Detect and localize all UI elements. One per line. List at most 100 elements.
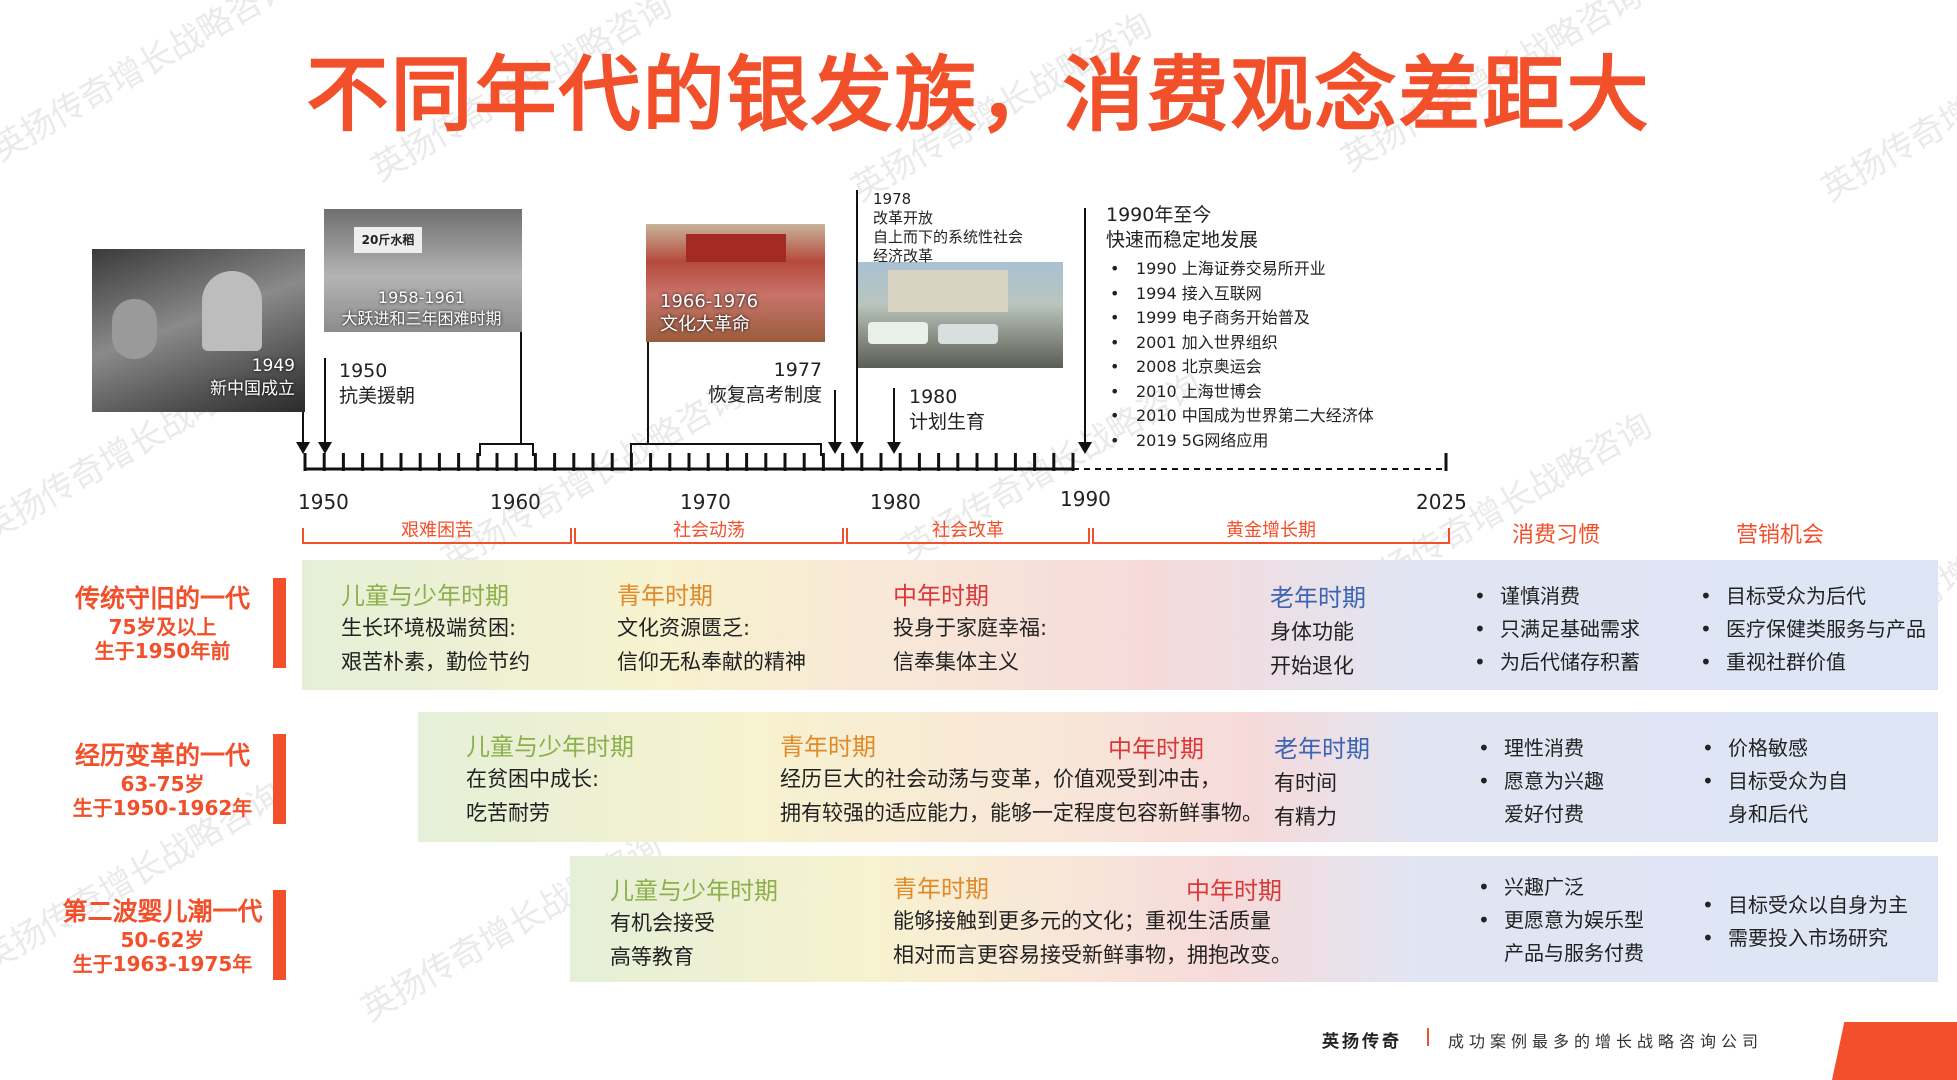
generation-marker <box>273 734 286 824</box>
connector-1958-right <box>532 443 534 456</box>
arrow-1978 <box>850 190 864 454</box>
photo-building <box>888 270 1008 312</box>
connector-1958-bar <box>479 443 534 445</box>
event-item: 1999 电子商务开始普及 <box>1106 306 1374 331</box>
photo-figure <box>112 299 157 359</box>
phase-line: 有精力 <box>1274 805 1337 829</box>
habit-item: 愿意为兴趣爱好付费 <box>1474 765 1604 831</box>
opportunities-list: 价格敏感 目标受众为自身和后代 <box>1698 732 1858 831</box>
phase-title: 儿童与少年时期 <box>466 733 634 761</box>
opportunity-item: 价格敏感 <box>1698 732 1858 765</box>
opportunity-item: 重视社群价值 <box>1696 646 1926 679</box>
connector-1966-bar <box>630 443 822 445</box>
habit-item: 只满足基础需求 <box>1470 613 1685 646</box>
phase-line: 信奉集体主义 <box>893 650 1019 674</box>
timeline-ticks <box>303 453 1448 471</box>
photo-1966-1976: 1966-1976 文化大革命 <box>646 224 825 342</box>
phase-title: 儿童与少年时期 <box>610 877 778 905</box>
photo-caption: 1958-1961 大跃进和三年困难时期 <box>339 287 504 329</box>
footer-divider <box>1427 1028 1429 1046</box>
arrow-1949 <box>296 412 310 454</box>
generation-label: 第二波婴儿潮一代 50-62岁 生于1963-1975年 <box>40 896 285 976</box>
event-text: 自上而下的系统性社会 <box>873 228 1024 246</box>
opportunities-list: 目标受众以自身为主 需要投入市场研究 <box>1698 889 1938 955</box>
generation-age: 50-62岁 <box>120 928 205 952</box>
phase-desc: 投身于家庭幸福: 信奉集体主义 <box>893 611 1047 679</box>
year-1950: 1950 <box>298 490 349 514</box>
phase-line: 拥有较强的适应能力，能够一定程度包容新鲜事物。 <box>780 801 1263 825</box>
phase-line: 身体功能 <box>1270 620 1354 644</box>
phase-line: 艰苦朴素，勤俭节约 <box>341 650 530 674</box>
event-item: 2010 上海世博会 <box>1106 380 1374 405</box>
connector-1958-left <box>479 443 481 456</box>
connector-1958-stem <box>520 332 522 443</box>
phase-title: 中年时期 <box>1186 877 1282 905</box>
timeline-axis <box>303 453 1448 471</box>
phase-desc: 在贫困中成长: 吃苦耐劳 <box>466 762 599 830</box>
phase-desc: 能够接触到更多元的文化；重视生活质量 相对而言更容易接受新鲜事物，拥抱改变。 <box>893 904 1292 972</box>
generation-born: 生于1950年前 <box>94 639 231 663</box>
year-1980: 1980 <box>870 490 921 514</box>
phase-title: 青年时期 <box>893 875 989 903</box>
phase-title: 中年时期 <box>893 582 989 610</box>
era-label: 艰难困苦 <box>401 520 473 541</box>
generation-band <box>418 712 1938 842</box>
event-text: 恢复高考制度 <box>707 384 822 406</box>
habit-item: 兴趣广泛 <box>1474 871 1654 904</box>
phase-line: 在贫困中成长: <box>466 767 600 791</box>
era-label: 社会动荡 <box>673 520 745 541</box>
caption-text: 文化大革命 <box>660 314 750 335</box>
event-year: 1950 <box>339 360 388 382</box>
event-1990: 1990年至今 快速而稳定地发展 1990 上海证券交易所开业 1994 接入互… <box>1106 203 1374 453</box>
generation-label: 传统守旧的一代 75岁及以上 生于1950年前 <box>40 583 285 663</box>
connector-1966-right <box>820 443 822 456</box>
opportunity-item: 目标受众为后代 <box>1696 580 1926 613</box>
arrow-1977 <box>828 390 842 454</box>
opportunities-list: 目标受众为后代 医疗保健类服务与产品 重视社群价值 <box>1696 580 1926 679</box>
photo-1958-1961: 20斤水稻 1958-1961 大跃进和三年困难时期 <box>324 209 522 332</box>
phase-line: 投身于家庭幸福: <box>893 616 1048 640</box>
arrow-1950 <box>318 358 332 454</box>
habits-list: 兴趣广泛 更愿意为娱乐型产品与服务付费 <box>1474 871 1654 970</box>
generation-label: 经历变革的一代 63-75岁 生于1950-1962年 <box>40 740 285 820</box>
phase-title: 老年时期 <box>1274 735 1370 763</box>
opportunity-item: 医疗保健类服务与产品 <box>1696 613 1926 646</box>
phase-line: 有机会接受 <box>610 911 715 935</box>
phase-desc: 身体功能 开始退化 <box>1270 615 1354 683</box>
event-subtitle: 快速而稳定地发展 <box>1106 229 1259 251</box>
event-text: 改革开放 <box>873 209 934 227</box>
caption-year: 1966-1976 <box>660 291 759 312</box>
phase-line: 生长环境极端贫困: <box>341 616 517 640</box>
era-label: 黄金增长期 <box>1226 520 1316 541</box>
event-text: 计划生育 <box>909 411 986 433</box>
habits-list: 谨慎消费 只满足基础需求 为后代储存积蓄 <box>1470 580 1685 679</box>
photo-reform-street <box>858 262 1063 368</box>
connector-1966-stem <box>647 342 649 443</box>
footer-brand: 英扬传奇 <box>1322 1032 1402 1052</box>
photo-caption: 1949 新中国成立 <box>210 355 295 401</box>
photo-caption: 1966-1976 文化大革命 <box>660 290 758 336</box>
generation-band <box>302 560 1938 690</box>
opportunity-item: 目标受众为自身和后代 <box>1698 765 1858 831</box>
event-list: 1990 上海证券交易所开业 1994 接入互联网 1999 电子商务开始普及 … <box>1106 257 1374 453</box>
photo-sign: 20斤水稻 <box>354 227 422 253</box>
caption-year: 1958-1961 <box>377 288 466 307</box>
year-2025: 2025 <box>1416 490 1467 514</box>
event-item: 2019 5G网络应用 <box>1106 429 1374 454</box>
phase-line: 文化资源匮乏: <box>617 616 751 640</box>
caption-year: 1949 <box>251 356 295 376</box>
phase-desc: 文化资源匮乏: 信仰无私奉献的精神 <box>617 611 806 679</box>
event-year: 1977 <box>773 359 822 381</box>
generation-born: 生于1950-1962年 <box>72 796 253 820</box>
phase-title: 老年时期 <box>1270 584 1366 612</box>
event-item: 1990 上海证券交易所开业 <box>1106 257 1374 282</box>
event-year: 1978 <box>873 190 912 208</box>
phase-desc: 有机会接受 高等教育 <box>610 906 715 974</box>
era-bracket <box>302 528 572 544</box>
phase-line: 高等教育 <box>610 945 694 969</box>
generation-name: 第二波婴儿潮一代 <box>62 897 263 926</box>
phase-desc: 生长环境极端贫困: 艰苦朴素，勤俭节约 <box>341 611 530 679</box>
year-1960: 1960 <box>490 490 541 514</box>
era-bracket <box>846 528 1090 544</box>
habit-item: 更愿意为娱乐型产品与服务付费 <box>1474 904 1654 970</box>
